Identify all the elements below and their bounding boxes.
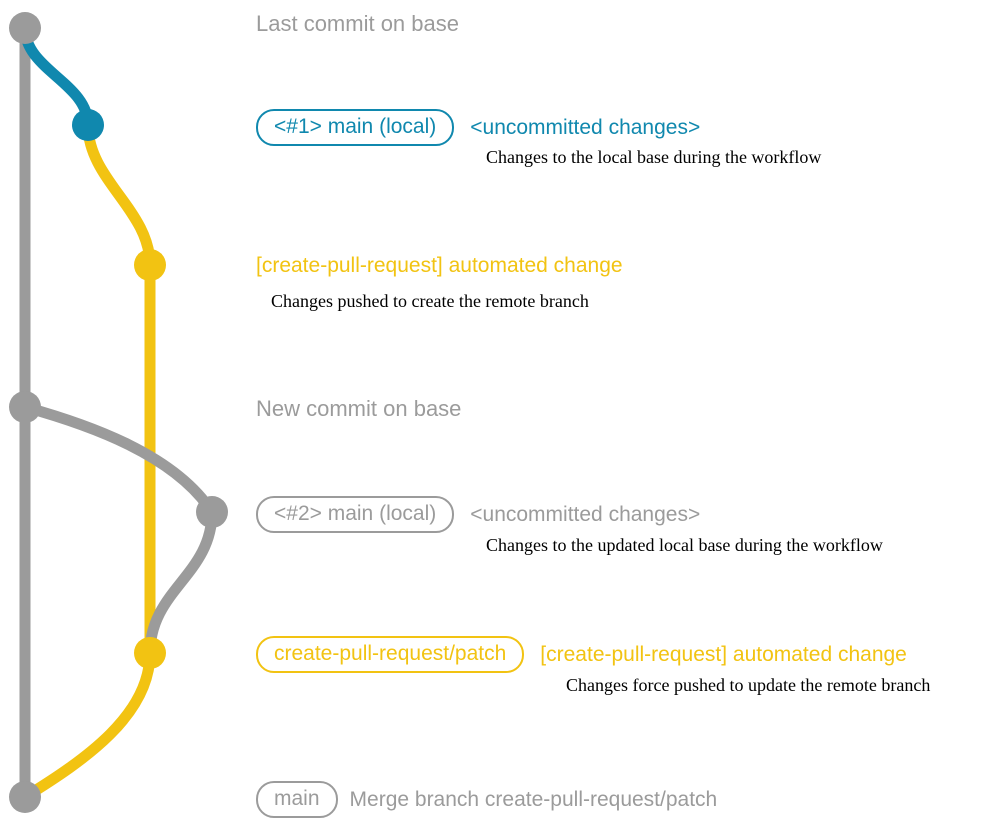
commit-message-uncommitted-2: <uncommitted changes>	[470, 503, 701, 526]
commit-message-automated-change-2: [create-pull-request] automated change	[540, 643, 907, 666]
commit-message-automated-change-1: [create-pull-request] automated change	[256, 254, 623, 277]
row-automated-change-1: [create-pull-request] automated change	[256, 255, 623, 276]
row-local-1: <#1> main (local) <uncommitted changes>	[256, 109, 700, 146]
row-automated-change-2: create-pull-request/patch [create-pull-r…	[256, 636, 907, 673]
commit-node-base-2	[9, 391, 41, 423]
row-local-2: <#2> main (local) <uncommitted changes>	[256, 496, 700, 533]
commit-node-patch-1	[134, 249, 166, 281]
note-local-2: Changes to the updated local base during…	[486, 535, 883, 555]
edge-patch2-to-merge	[19, 647, 156, 803]
branch-pill-main-local-1[interactable]: <#1> main (local)	[256, 109, 455, 146]
label-new-commit-on-base: New commit on base	[256, 396, 462, 421]
branch-pill-main-local-2[interactable]: <#2> main (local)	[256, 496, 455, 533]
edge-base-to-local1	[19, 22, 94, 131]
row-new-commit-on-base: New commit on base	[256, 398, 461, 420]
branch-pill-create-pull-request-patch[interactable]: create-pull-request/patch	[256, 636, 525, 673]
commit-message-merge: Merge branch create-pull-request/patch	[349, 788, 718, 811]
note-local-1: Changes to the local base during the wor…	[486, 147, 822, 167]
commit-node-local-2	[196, 496, 228, 528]
label-last-commit-on-base: Last commit on base	[256, 11, 459, 36]
note-automated-change-2: Changes force pushed to update the remot…	[566, 675, 931, 695]
row-last-commit-on-base: Last commit on base	[256, 13, 459, 35]
commit-node-base-1	[9, 12, 41, 44]
commit-node-merge	[9, 781, 41, 813]
row-merge: main Merge branch create-pull-request/pa…	[256, 781, 717, 818]
commit-message-uncommitted-1: <uncommitted changes>	[470, 116, 701, 139]
edge-local2-to-patch2	[144, 506, 218, 659]
edge-base2-to-local2	[19, 401, 218, 518]
note-automated-change-1: Changes pushed to create the remote bran…	[271, 291, 589, 311]
branch-pill-main[interactable]: main	[256, 781, 338, 818]
edge-local1-to-patch1	[82, 119, 156, 271]
commit-node-patch-2	[134, 637, 166, 669]
commit-node-local-1	[72, 109, 104, 141]
